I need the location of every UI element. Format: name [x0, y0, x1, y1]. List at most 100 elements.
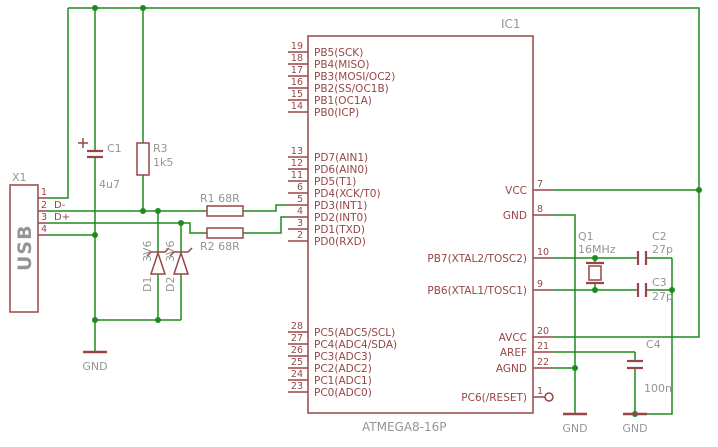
ic-pin-number: 7 [537, 179, 543, 190]
junction-dot [592, 287, 598, 293]
net-gnd-right [553, 214, 673, 415]
junction-dot [155, 208, 161, 214]
ic-pin-number: 4 [297, 206, 303, 217]
usb-pin-number: 3 [41, 212, 47, 223]
d1-ref: D1 [141, 277, 154, 292]
ic-pin-number: 14 [291, 101, 303, 112]
ic-pin-number: 23 [291, 381, 303, 392]
ic-body [307, 35, 534, 414]
ic-pin-name: PD4(XCK/T0) [314, 188, 381, 200]
ic-pin-name: PD7(AIN1) [314, 152, 368, 164]
ic-pin-number: 2 [297, 230, 303, 241]
ic-value: ATMEGA8-16P [362, 420, 447, 434]
ic-pin-number: 6 [297, 182, 303, 193]
ic-pin-name: GND [503, 210, 527, 222]
junction-dot [140, 208, 146, 214]
r3-ref: R3 [153, 142, 168, 155]
junction-dot [155, 317, 161, 323]
ic-pin-number: 22 [537, 357, 549, 368]
ic-pin-number: 25 [291, 357, 303, 368]
usb-pin-number: 2 [41, 200, 47, 211]
ic-pin-number: 17 [291, 65, 303, 76]
c4-symbol [627, 359, 643, 370]
gnd-label-mid: GND [562, 422, 587, 435]
ic-pin-number: 10 [537, 247, 549, 258]
ic-pin-name: PD3(INT1) [314, 200, 367, 212]
d1-value: 3V6 [141, 240, 154, 262]
net-vcc [48, 7, 700, 338]
ic-pin-number: 1 [537, 386, 543, 397]
net-dminus [48, 175, 288, 252]
ic-pin-name: PB7(XTAL2/TOSC2) [427, 253, 527, 265]
q1-ref: Q1 [578, 230, 594, 243]
usb-label: USB [14, 224, 36, 271]
r3-value: 1k5 [153, 156, 173, 169]
ic-pin-name: AREF [500, 347, 527, 359]
ic-pin-name: PD5(T1) [314, 176, 356, 188]
ic-pin-number: 5 [297, 194, 303, 205]
net-gnd-left [48, 157, 182, 352]
c3-value: 27p [652, 290, 673, 303]
r1-symbol [206, 205, 244, 217]
usb-pin-number: 4 [41, 224, 47, 235]
ic-pin-number: 11 [291, 170, 303, 181]
c1-plates [87, 149, 103, 159]
d2-symbol [169, 247, 193, 275]
d2-triangle [172, 250, 190, 275]
r2-symbol [206, 227, 244, 239]
ic-pin-number: 8 [537, 204, 543, 215]
ic-pin-name: VCC [505, 185, 527, 197]
d2-ref: D2 [164, 277, 177, 292]
d1-symbol [146, 247, 170, 275]
q1-value: 16MHz [578, 243, 616, 256]
ic-pin-number: 15 [291, 89, 303, 100]
ic-pin-number: 9 [537, 279, 543, 290]
junction-dot [592, 255, 598, 261]
c1-plus-sign [78, 138, 88, 148]
ic-pin-name: PD6(AIN0) [314, 164, 368, 176]
junction-dot [92, 317, 98, 323]
q1-symbol [586, 261, 604, 285]
gnd-label-right: GND [622, 422, 647, 435]
ic-pin-number: 20 [537, 326, 549, 337]
c2-ref: C2 [652, 230, 667, 243]
ic-pin-name: PC5(ADC5/SCL) [314, 327, 395, 339]
junction-dot [669, 287, 675, 293]
ic-pin-name: PB6(XTAL1/TOSC1) [427, 285, 527, 297]
net-aref [553, 351, 636, 361]
junction-dot [140, 5, 146, 11]
net-dplus [48, 216, 288, 252]
ic-pin-name: PB0(ICP) [314, 107, 359, 119]
c1-value: 4u7 [99, 178, 120, 191]
ic-pin-name: PC2(ADC2) [314, 363, 372, 375]
r3-symbol [136, 142, 150, 176]
ic-pin-number: 19 [291, 41, 303, 52]
usb-ref: X1 [12, 171, 27, 184]
ic-pin-name: PD0(RXD) [314, 236, 366, 248]
junction-dot [572, 365, 578, 371]
ic-pin-number: 24 [291, 369, 303, 380]
ic-pin-number: 13 [291, 146, 303, 157]
usb-pin-number: 1 [41, 187, 47, 198]
r1-label: R1 68R [200, 192, 240, 205]
ic-pin-number: 21 [537, 341, 549, 352]
ic-pins: 19PB5(SCK)18PB4(MISO)17PB3(MOSI/OC2)16PB… [288, 41, 553, 404]
c3-ref: C3 [652, 276, 667, 289]
r2-label: R2 68R [200, 240, 240, 253]
usb-pin-stubs [38, 197, 48, 236]
usb-connector-symbol [9, 184, 48, 313]
ic-pin-name: PC6(/RESET) [461, 392, 527, 404]
ic-pin-number: 18 [291, 53, 303, 64]
junction-dot [92, 5, 98, 11]
ic-pin-name: PB4(MISO) [314, 59, 370, 71]
c2-value: 27p [652, 243, 673, 256]
ic-pin-number: 16 [291, 77, 303, 88]
ic-pin-name: PB2(SS/OC1B) [314, 83, 389, 95]
usb-body [9, 184, 39, 313]
c4-ref: C4 [646, 338, 661, 351]
q1-plates [586, 261, 604, 285]
c3-symbol [636, 283, 648, 297]
c2-symbol [636, 251, 648, 265]
